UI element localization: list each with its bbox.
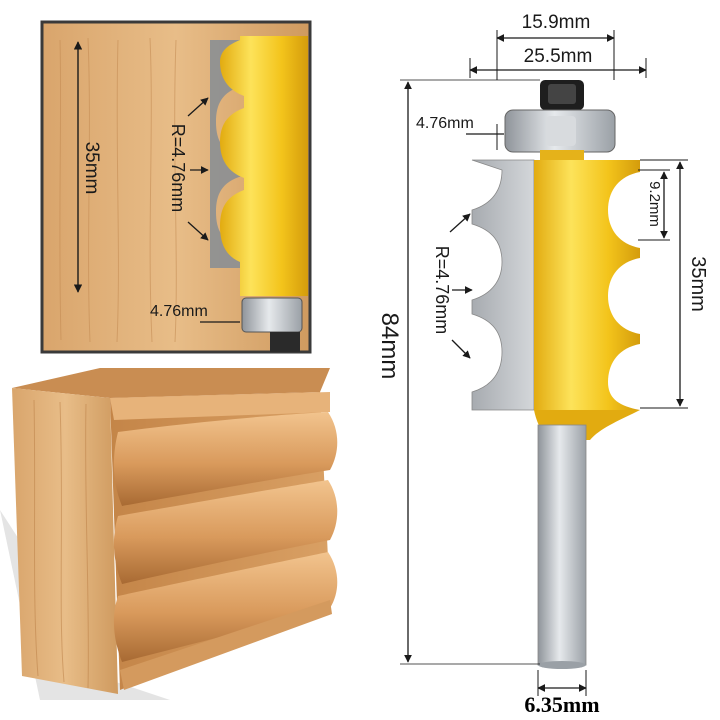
outer-diameter-label: 25.5mm <box>524 46 593 67</box>
inset-bearing-label: 4.76mm <box>150 303 208 320</box>
router-bit <box>471 80 640 669</box>
molding-sample <box>0 368 338 700</box>
dimensions: 15.9mm 25.5mm 4.76mm R=4.76mm 9.2mm 35mm… <box>376 12 709 717</box>
inset-height-label: 35mm <box>81 142 102 195</box>
inner-diameter-label: 15.9mm <box>522 12 591 33</box>
radius-label: R=4.76mm <box>432 246 452 335</box>
cut-height-label: 35mm <box>687 256 709 312</box>
total-length-label: 84mm <box>376 313 403 380</box>
profile-step-label: 9.2mm <box>646 181 663 227</box>
bearing-offset-label: 4.76mm <box>416 115 474 132</box>
profile-inset: 35mm R=4.76mm 4.76mm <box>40 20 312 354</box>
inset-radius-label: R=4.76mm <box>168 124 188 213</box>
shank-diameter-label: 6.35mm <box>524 692 599 717</box>
